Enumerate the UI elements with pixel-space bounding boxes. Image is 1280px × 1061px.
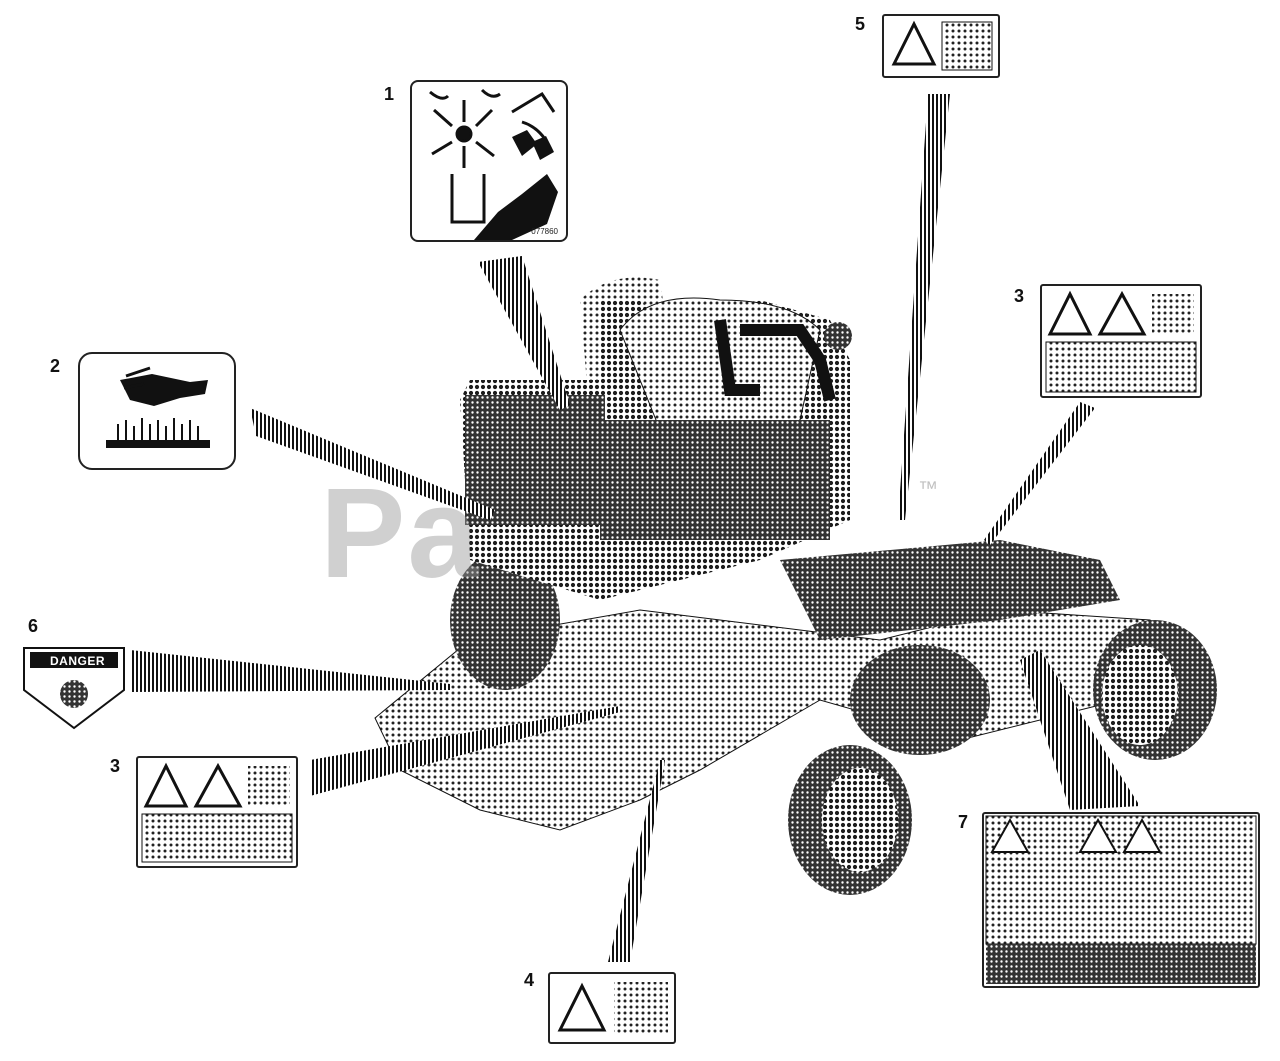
front-caster-wheel-2-hub — [1102, 645, 1178, 745]
callout-1: 1 — [384, 84, 395, 104]
leader-6 — [130, 650, 450, 692]
decal-3-top-art — [1045, 290, 1197, 393]
decal-3-top — [1040, 284, 1202, 398]
engine-block — [600, 420, 830, 540]
callout-3-top: 3 — [1014, 286, 1025, 306]
leader-3-bottom — [310, 706, 620, 796]
callout-2: 2 — [50, 356, 61, 376]
decal-7-art — [985, 815, 1257, 984]
front-caster-wheel-1-hub — [822, 768, 898, 872]
hand-hot-surface-icon — [106, 366, 210, 448]
callout-6: 6 — [28, 616, 39, 636]
decal-6: DANGER — [22, 644, 126, 730]
callout-4: 4 — [524, 970, 535, 990]
callout-3-bottom: 3 — [110, 756, 121, 776]
decal-3-bottom — [136, 756, 298, 868]
decal-4-art — [557, 982, 668, 1034]
danger-shield-icon — [23, 647, 125, 730]
handle-bar — [714, 319, 836, 402]
leader-5 — [898, 94, 950, 520]
decal-1: 077860 — [410, 80, 568, 242]
decal-7 — [982, 812, 1260, 988]
rear-tire-left — [450, 550, 560, 690]
decal-6-heading: DANGER — [50, 654, 106, 668]
watermark: Pa — [320, 462, 481, 605]
frame-arm — [780, 540, 1120, 640]
trademark-symbol: ™ — [918, 478, 938, 500]
handle-knob — [824, 322, 852, 350]
leader-2 — [250, 408, 495, 520]
decal-2 — [78, 352, 236, 470]
decal-4 — [548, 972, 676, 1044]
decal-5 — [882, 14, 1000, 78]
rear-tire-right — [850, 645, 990, 755]
leader-4 — [608, 760, 665, 962]
warning-triangle-icon — [891, 20, 993, 71]
control-console — [465, 395, 605, 525]
leader-3-top — [984, 402, 1095, 545]
leader-1 — [478, 256, 570, 410]
callout-7: 7 — [958, 812, 969, 832]
decal-1-code: 077860 — [531, 227, 558, 236]
callout-5: 5 — [855, 14, 866, 34]
hand-fan-blade-icon — [429, 88, 558, 240]
leader-7 — [1020, 650, 1140, 810]
decal-3-bottom-art — [141, 762, 293, 863]
